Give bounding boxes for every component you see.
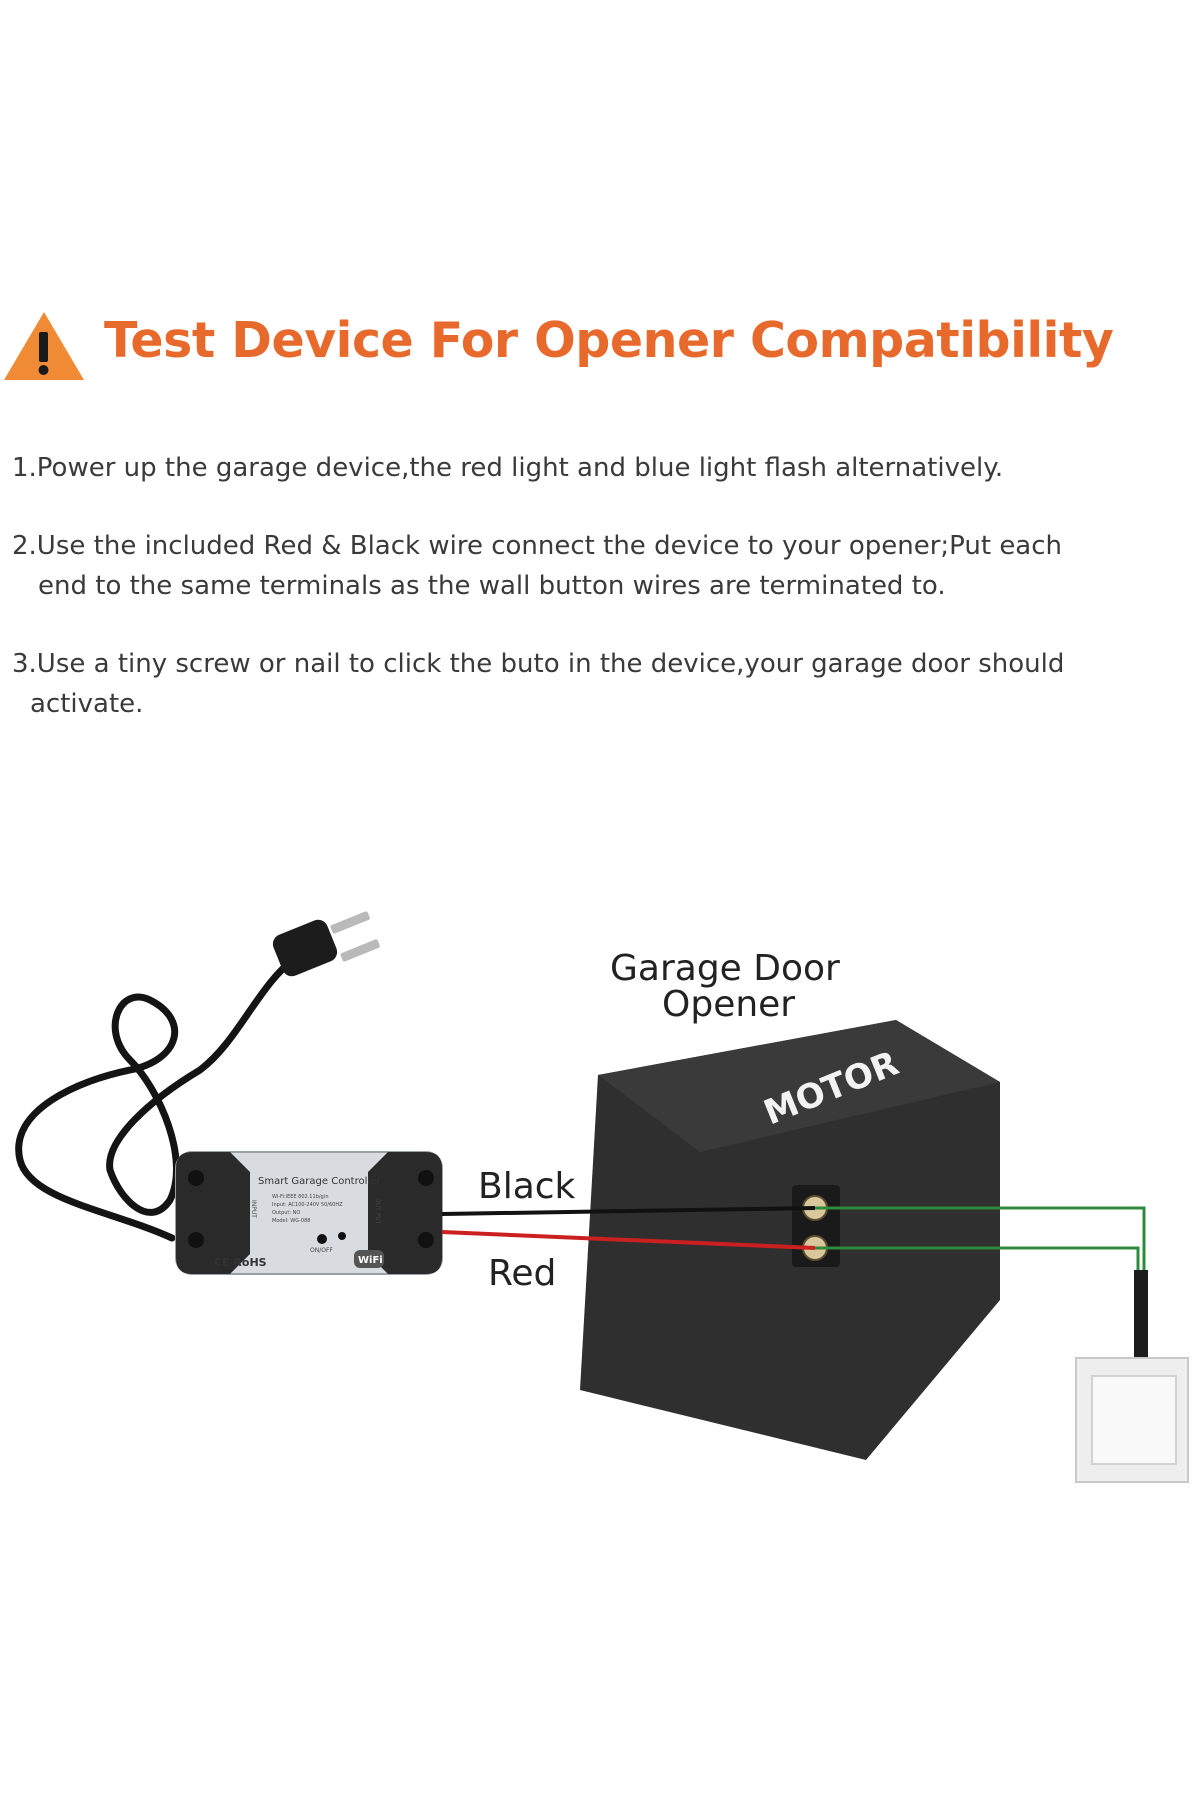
red-wire-label: Red bbox=[488, 1253, 556, 1294]
instruction-step-2: 2.Use the included Red & Black wire conn… bbox=[12, 526, 1182, 606]
wall-button-icon bbox=[1075, 1357, 1189, 1483]
instruction-step-1-text: 1.Power up the garage device,the red lig… bbox=[12, 453, 1004, 483]
green-wire-2 bbox=[815, 1246, 1140, 1280]
black-wire bbox=[441, 1206, 816, 1216]
controller-spec-1: Wi-Fi:IEEE 802.11b/g/n bbox=[272, 1194, 329, 1200]
instruction-step-3-line-2: activate. bbox=[30, 689, 144, 719]
opener-label-line-1: Garage Door bbox=[610, 948, 840, 989]
controller-spec-3: Output: NO bbox=[272, 1210, 300, 1216]
wifi-label: WiFi bbox=[358, 1255, 383, 1266]
garage-door-opener: MOTOR bbox=[580, 1020, 1000, 1460]
instruction-step-1: 1.Power up the garage device,the red lig… bbox=[12, 448, 1182, 488]
instruction-step-3: 3.Use a tiny screw or nail to click the … bbox=[12, 644, 1182, 724]
page-header: Test Device For Opener Compatibility bbox=[0, 300, 1200, 410]
power-plug-icon bbox=[272, 911, 380, 977]
black-wire-label: Black bbox=[478, 1166, 576, 1207]
page-title: Test Device For Opener Compatibility bbox=[104, 312, 1114, 369]
wiring-diagram: Smart Garage Controller Wi-Fi:IEEE 802.1… bbox=[15, 911, 1189, 1483]
smart-garage-controller: Smart Garage Controller Wi-Fi:IEEE 802.1… bbox=[175, 1151, 443, 1275]
wifi-badge-icon bbox=[354, 1250, 384, 1268]
controller-spec-4: Model: WG-088 bbox=[272, 1218, 310, 1224]
controller-input-label: INPUT bbox=[250, 1200, 257, 1218]
controller-spec-2: Input: AC100-240V 50/60HZ bbox=[272, 1202, 343, 1208]
controller-output-label: OUT PUT bbox=[374, 1198, 381, 1225]
opener-label-line-2: Opener bbox=[662, 984, 795, 1025]
red-wire bbox=[441, 1230, 816, 1250]
instruction-step-2-line-2: end to the same terminals as the wall bu… bbox=[38, 571, 946, 601]
warning-triangle-icon bbox=[4, 312, 84, 380]
onoff-button bbox=[317, 1234, 327, 1244]
controller-name: Smart Garage Controller bbox=[258, 1176, 381, 1187]
instruction-list: 1.Power up the garage device,the red lig… bbox=[12, 448, 1182, 762]
instruction-step-3-line-1: 3.Use a tiny screw or nail to click the … bbox=[12, 649, 1065, 679]
green-wire-1 bbox=[815, 1206, 1146, 1280]
instruction-step-2-line-1: 2.Use the included Red & Black wire conn… bbox=[12, 531, 1063, 561]
power-cord bbox=[15, 951, 304, 1242]
wall-switch-cable bbox=[1134, 1270, 1148, 1362]
cert-label: CE RoHS bbox=[214, 1256, 267, 1269]
onoff-label: ON/OFF bbox=[310, 1247, 333, 1254]
status-led bbox=[338, 1232, 346, 1240]
